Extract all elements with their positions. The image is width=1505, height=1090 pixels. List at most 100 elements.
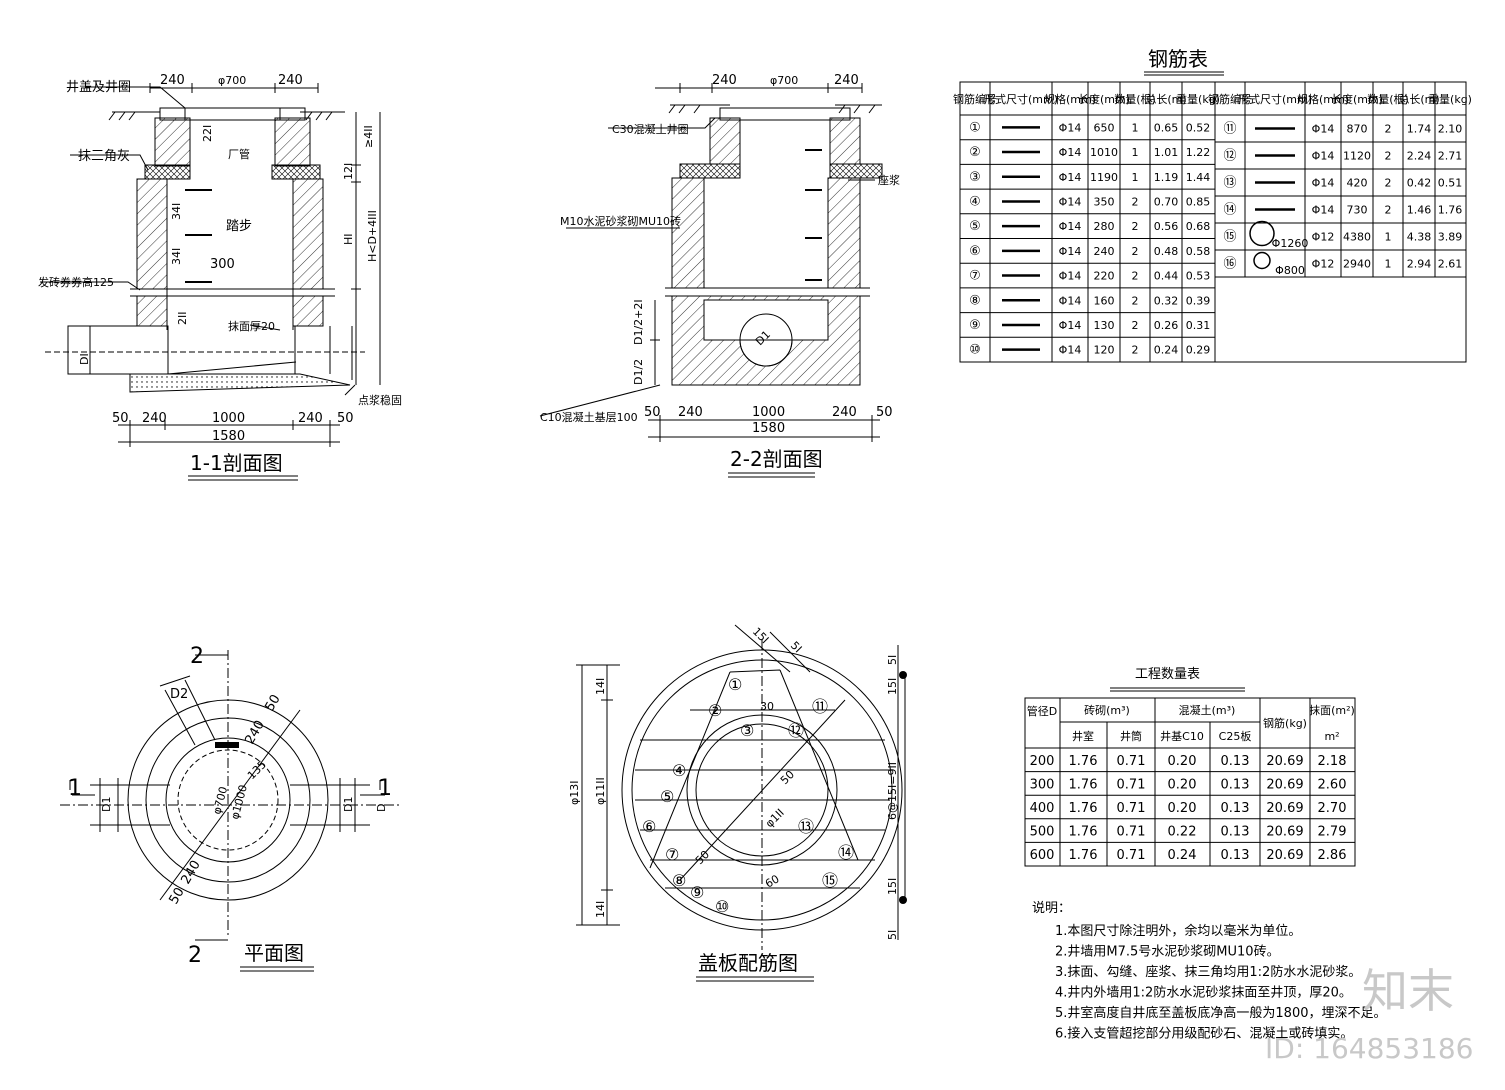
rebar-cell: 2 [1385, 150, 1392, 163]
rebar-cell: 870 [1347, 123, 1368, 136]
dim-right-2: 12I [342, 163, 355, 180]
dim-right-3: HI [342, 233, 355, 245]
cover-bar-12: ⑫ [788, 721, 804, 740]
rebar-cell: 2 [1132, 294, 1139, 307]
rebar-cell: Φ14 [1059, 146, 1082, 159]
rebar-cell: 280 [1094, 220, 1115, 233]
label-base: 点浆稳固 [358, 393, 402, 407]
label-plaster: 抹面厚20 [228, 320, 275, 333]
rebar-header-left-0: 钢筋编号 [953, 92, 997, 106]
fillet-right [271, 164, 321, 180]
dim-left-4: 2II [176, 312, 189, 326]
rebar-header-right-4: 数量(根) [1367, 92, 1409, 106]
qty-header-rebar: 钢筋(kg) [1263, 716, 1307, 730]
label-arch: 发砖券券高125 [38, 275, 114, 289]
qty-header-concrete: 混凝土(m³) [1179, 703, 1236, 717]
cover-label-30: 30 [760, 700, 774, 713]
dim-top-3: 240 [278, 73, 303, 88]
rebar-cell: 2 [1132, 195, 1139, 208]
cover-dim-spacing: 6@15I=9II [886, 762, 899, 820]
cover-dim-phi11ii: φ11II [594, 777, 607, 805]
quantity-cell: 2.79 [1318, 825, 1347, 840]
rebar-cell: 0.85 [1186, 195, 1211, 208]
rebar-no: ⑤ [969, 219, 981, 234]
rebar-cell: Φ12 [1312, 258, 1335, 271]
cover-dim-14i-bottom: 14I [594, 901, 607, 918]
quantity-table-title: 工程数量表 [1135, 667, 1200, 682]
cover-bar-13: ⑬ [798, 817, 814, 836]
rebar-cell: 0.58 [1186, 245, 1211, 258]
shaft-wall-left-2 [709, 117, 741, 165]
label-seat: 座浆 [878, 173, 900, 187]
quantity-cell: 1.76 [1069, 825, 1098, 840]
dim22-top-2: φ700 [770, 74, 798, 87]
rebar-header-left-3: 长度(mm) [1078, 92, 1130, 106]
watermark-logo: 知末 [1362, 964, 1454, 1018]
note-item: 4.井内外墙用1:2防水水泥砂浆抹面至井顶，厚20。 [1055, 985, 1352, 1001]
rebar-cell: 2 [1132, 220, 1139, 233]
quantity-cell: 200 [1030, 754, 1055, 769]
quantity-cell: 1.76 [1069, 848, 1098, 863]
rebar-cell: 0.51 [1438, 177, 1463, 190]
quantity-cell: 300 [1030, 777, 1055, 792]
label-ladder: 踏步 [226, 219, 252, 234]
rebar-ring-dim: Φ1260 [1272, 237, 1309, 250]
rebar-cell: 0.32 [1154, 294, 1179, 307]
rebar-cell: 2 [1385, 204, 1392, 217]
rebar-header-left-5: 总长(m) [1145, 92, 1186, 106]
rebar-cell: Φ14 [1059, 344, 1082, 357]
rebar-no: ⑬ [1223, 176, 1236, 191]
quantity-cell: 1.76 [1069, 801, 1098, 816]
section-1-1 [40, 83, 381, 447]
label-cover-ring: 井盖及井圈 [66, 80, 131, 95]
quantity-cell: 0.13 [1221, 801, 1250, 816]
rebar-no: ⑥ [969, 244, 981, 259]
rebar-cell: 4380 [1343, 231, 1371, 244]
cover-bar-4: ④ [672, 761, 686, 780]
cover-label-60: 60 [763, 872, 782, 890]
chamber-wall-right [292, 178, 324, 290]
rebar-cell: 0.42 [1407, 177, 1432, 190]
rebar-cell: 1.01 [1154, 146, 1179, 159]
label-pipe-note: 厂管 [228, 147, 250, 161]
rebar-cell: 1.44 [1186, 171, 1211, 184]
cover-bar-3: ③ [740, 721, 754, 740]
rebar-cell: 2.10 [1438, 123, 1463, 136]
label-ladder-gap: 300 [210, 257, 235, 272]
note-item: 3.抹面、勾缝、座浆、抹三角均用1:2防水水泥砂浆。 [1055, 964, 1361, 980]
rebar-cell: 240 [1094, 245, 1115, 258]
qty-sub-slab: C25板 [1219, 729, 1252, 743]
quantity-cell: 0.71 [1117, 777, 1146, 792]
rebar-cell: 1 [1385, 231, 1392, 244]
rebar-cell: 2.71 [1438, 150, 1463, 163]
quantity-cell: 20.69 [1266, 777, 1303, 792]
rebar-cell: 0.56 [1154, 220, 1179, 233]
rebar-cell: 160 [1094, 294, 1115, 307]
rebar-header-left-6: 重量(kg) [1176, 92, 1220, 106]
dim-total: 1580 [212, 429, 245, 444]
rebar-cell: Φ14 [1059, 294, 1082, 307]
rebar-cell: 0.39 [1186, 294, 1211, 307]
dim22-bottom-4: 240 [832, 405, 857, 420]
title-cover-slab: 盖板配筋图 [698, 951, 798, 975]
dim-bottom-5: 50 [337, 411, 354, 426]
cover-bar-15: ⑮ [822, 871, 838, 890]
qty-sub-chamber: 井室 [1072, 729, 1094, 743]
cover-bar-7: ⑦ [665, 845, 679, 864]
rebar-cell: Φ14 [1059, 220, 1082, 233]
quantity-cell: 500 [1030, 825, 1055, 840]
plan-label-240b: 240 [178, 858, 203, 887]
plan-mark-1-right: 1 [378, 776, 392, 801]
quantity-cell: 0.13 [1221, 848, 1250, 863]
dim22-bottom-2: 240 [678, 405, 703, 420]
plan-label-d2: D2 [170, 687, 188, 702]
cover-label-50a: 50 [778, 768, 797, 787]
notes-title: 说明： [1032, 901, 1071, 916]
dim22-left-1: D1/2+2I [632, 299, 645, 345]
